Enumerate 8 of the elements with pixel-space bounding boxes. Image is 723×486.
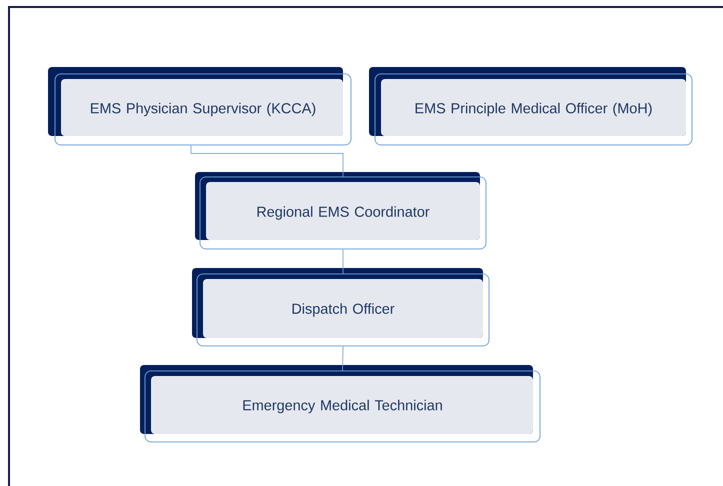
- org-box: Dispatch Officer: [192, 268, 490, 346]
- org-box: EMS Physician Supervisor (KCCA): [48, 67, 352, 146]
- connector-line: [190, 145, 344, 177]
- connector-line: [342, 249, 344, 274]
- connector-line: [342, 346, 344, 371]
- org-box: Emergency Medical Technician: [140, 364, 540, 442]
- org-box: Regional EMS Coordinator: [195, 172, 486, 250]
- org-box: EMS Principle Medical Officer (MoH): [369, 67, 692, 146]
